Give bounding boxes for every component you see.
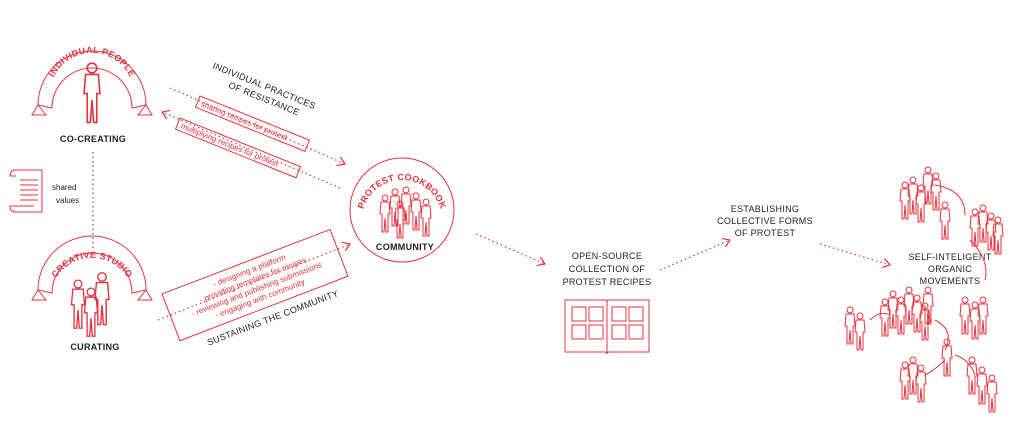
- svg-text:CREATIVE STUDIO: CREATIVE STUDIO: [49, 250, 134, 279]
- collection-line: COLLECTION OF: [569, 264, 646, 274]
- movements-line: ORGANIC: [928, 264, 972, 274]
- studio-banner-text: CREATIVE STUDIO: [49, 250, 134, 279]
- scroll-icon: [9, 169, 43, 213]
- collection-line: PROTEST RECIPES: [563, 277, 652, 287]
- establishing-line: ESTABLISHING: [731, 204, 799, 214]
- cookbook-banner-text: PROTEST COOKBOOK: [356, 172, 448, 210]
- creative-studio-node: CREATIVE STUDIO CURATING: [31, 235, 153, 352]
- svg-text:PROTEST COOKBOOK: PROTEST COOKBOOK: [356, 172, 448, 210]
- protest-cookbook-node: PROTEST COOKBOOK COMMUNITY: [349, 157, 455, 263]
- individual-people-node: INDIVIDUAL PEOPLE CO-CREATING: [31, 45, 153, 144]
- movements-line: SELF-INTELIGENT: [908, 252, 991, 262]
- curating-label: CURATING: [70, 342, 119, 352]
- person-icon: [83, 62, 101, 124]
- values-label: values: [56, 196, 79, 205]
- collection-line: OPEN-SOURCE: [572, 251, 642, 261]
- community-label: COMMUNITY: [376, 242, 434, 252]
- establishing-line: COLLECTIVE FORMS: [717, 216, 813, 226]
- open-book-icon: [564, 299, 650, 355]
- establishing-line: OF PROTEST: [735, 228, 796, 238]
- co-creating-label: CO-CREATING: [60, 134, 126, 144]
- movement-figures: [844, 166, 1004, 413]
- banner-shape: [31, 50, 153, 116]
- shared-label: shared: [52, 183, 76, 192]
- movements-line: MOVEMENTS: [920, 276, 981, 286]
